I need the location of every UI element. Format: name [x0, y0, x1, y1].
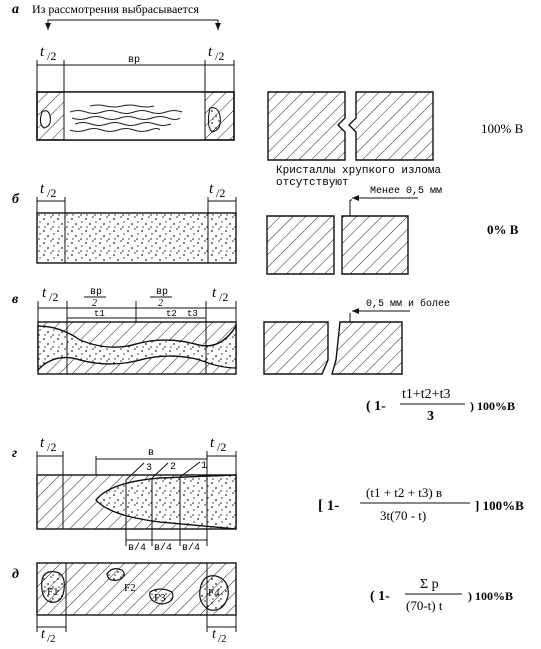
- row-b-specimen: [36, 212, 237, 264]
- row-b-t-right: t: [209, 181, 214, 197]
- row-v-formula-close: ) 100%B: [470, 399, 515, 413]
- row-g-half-left: /2: [47, 440, 56, 454]
- row-g-dim-label: в: [148, 448, 154, 459]
- row-b-half-left: /2: [47, 186, 56, 200]
- row-a-result: 100% B: [481, 121, 524, 136]
- row-v-t1: t1: [94, 309, 105, 319]
- row-a-letter: а: [12, 2, 19, 17]
- row-g-quarter-1: в/4: [128, 542, 146, 554]
- row-v-frac-bot-left: 2: [92, 298, 97, 309]
- row-g-quarter-3: в/4: [182, 542, 200, 554]
- row-v-half-left: /2: [49, 290, 58, 304]
- row-d-formula-denominator: (70-t) t: [406, 598, 443, 613]
- row-v: в t /2 t /2 вр 2 вр 2 t1 t2 t3 0,5 мм и …: [12, 285, 515, 424]
- row-v-formula-numerator: t1+t2+t3: [402, 387, 450, 402]
- row-b-section-left: [266, 215, 335, 275]
- row-d-formula-open: ( 1-: [370, 589, 390, 604]
- row-d-area-f2: F2: [124, 582, 136, 594]
- row-d: д F1 F2 F3 F4 t /2 t /2 ( 1- Σ p (70-t) …: [12, 562, 513, 645]
- row-v-letter: в: [12, 292, 19, 307]
- row-b-callout: Менее 0,5 мм: [370, 186, 442, 197]
- row-v-section-right: [331, 321, 403, 375]
- row-v-t-right: t: [212, 285, 217, 301]
- row-g: г t /2 t /2 в 3 2 1 в/4 в/4 в/4 [ 1- (t: [12, 435, 524, 554]
- row-g-formula-numerator: (t1 + t2 + t3) в: [366, 485, 442, 500]
- row-d-formula-numerator: Σ p: [420, 577, 439, 592]
- row-a-caption-2: отсутствуют: [276, 177, 349, 189]
- row-d-formula-close: ) 100%B: [468, 589, 513, 603]
- row-a-t-right: t: [208, 44, 213, 60]
- row-b-result: 0% B: [487, 222, 519, 237]
- row-g-mark-1: 1: [201, 461, 207, 472]
- row-g-formula-open: [ 1-: [318, 498, 339, 514]
- row-v-callout: 0,5 мм и более: [366, 297, 450, 310]
- row-d-t-left: t: [41, 627, 46, 642]
- row-d-letter: д: [12, 567, 19, 582]
- row-v-section-left: [263, 321, 329, 375]
- row-d-t-right: t: [212, 627, 217, 642]
- row-b-section-right: [341, 215, 409, 275]
- row-d-area-f4: F4: [208, 587, 220, 599]
- row-a: а Из рассмотрения выбрасывается t /2 t /…: [12, 2, 524, 189]
- row-v-t3: t3: [187, 309, 198, 319]
- row-b-t-left: t: [40, 181, 45, 197]
- row-v-half-right: /2: [219, 290, 228, 304]
- row-v-formula-denominator: 3: [427, 409, 434, 424]
- row-v-t2: t2: [166, 309, 177, 319]
- row-a-half-right: /2: [215, 49, 224, 63]
- row-g-t-left: t: [40, 435, 45, 451]
- row-g-letter: г: [12, 446, 17, 461]
- row-g-t-right: t: [210, 435, 215, 451]
- row-a-section-right: [348, 91, 434, 161]
- row-a-section-left: [267, 91, 346, 161]
- row-a-half-left: /2: [47, 49, 56, 63]
- row-v-formula-open: ( 1-: [366, 399, 386, 414]
- row-g-formula-close: ] 100%B: [475, 498, 524, 513]
- row-v-t-left: t: [42, 285, 47, 301]
- row-d-area-f1: F1: [47, 586, 59, 598]
- row-b: б t /2 t /2 Менее 0,5 мм 0% B: [12, 181, 519, 275]
- row-a-pointer: [47, 19, 219, 25]
- row-a-dim-label: вр: [128, 55, 140, 66]
- row-v-frac-bot-right: 2: [158, 298, 163, 309]
- row-a-note: Из рассмотрения выбрасывается: [32, 2, 199, 16]
- row-g-formula-denominator: 3t(70 - t): [380, 508, 426, 523]
- row-a-t-left: t: [40, 44, 45, 60]
- row-d-half-right: /2: [218, 633, 227, 645]
- row-b-letter: б: [12, 192, 20, 207]
- row-g-half-right: /2: [217, 440, 226, 454]
- row-g-mark-2: 2: [170, 462, 176, 473]
- row-v-frac-top-left: вр: [90, 287, 102, 298]
- row-g-quarter-2: в/4: [154, 542, 172, 554]
- row-d-half-left: /2: [47, 633, 56, 645]
- row-d-area-f3: F3: [154, 592, 166, 604]
- row-a-caption-1: Кристаллы хрупкого излома: [276, 165, 441, 177]
- row-g-mark-3: 3: [146, 463, 152, 474]
- row-v-frac-top-right: вр: [156, 287, 168, 298]
- row-b-half-right: /2: [216, 186, 225, 200]
